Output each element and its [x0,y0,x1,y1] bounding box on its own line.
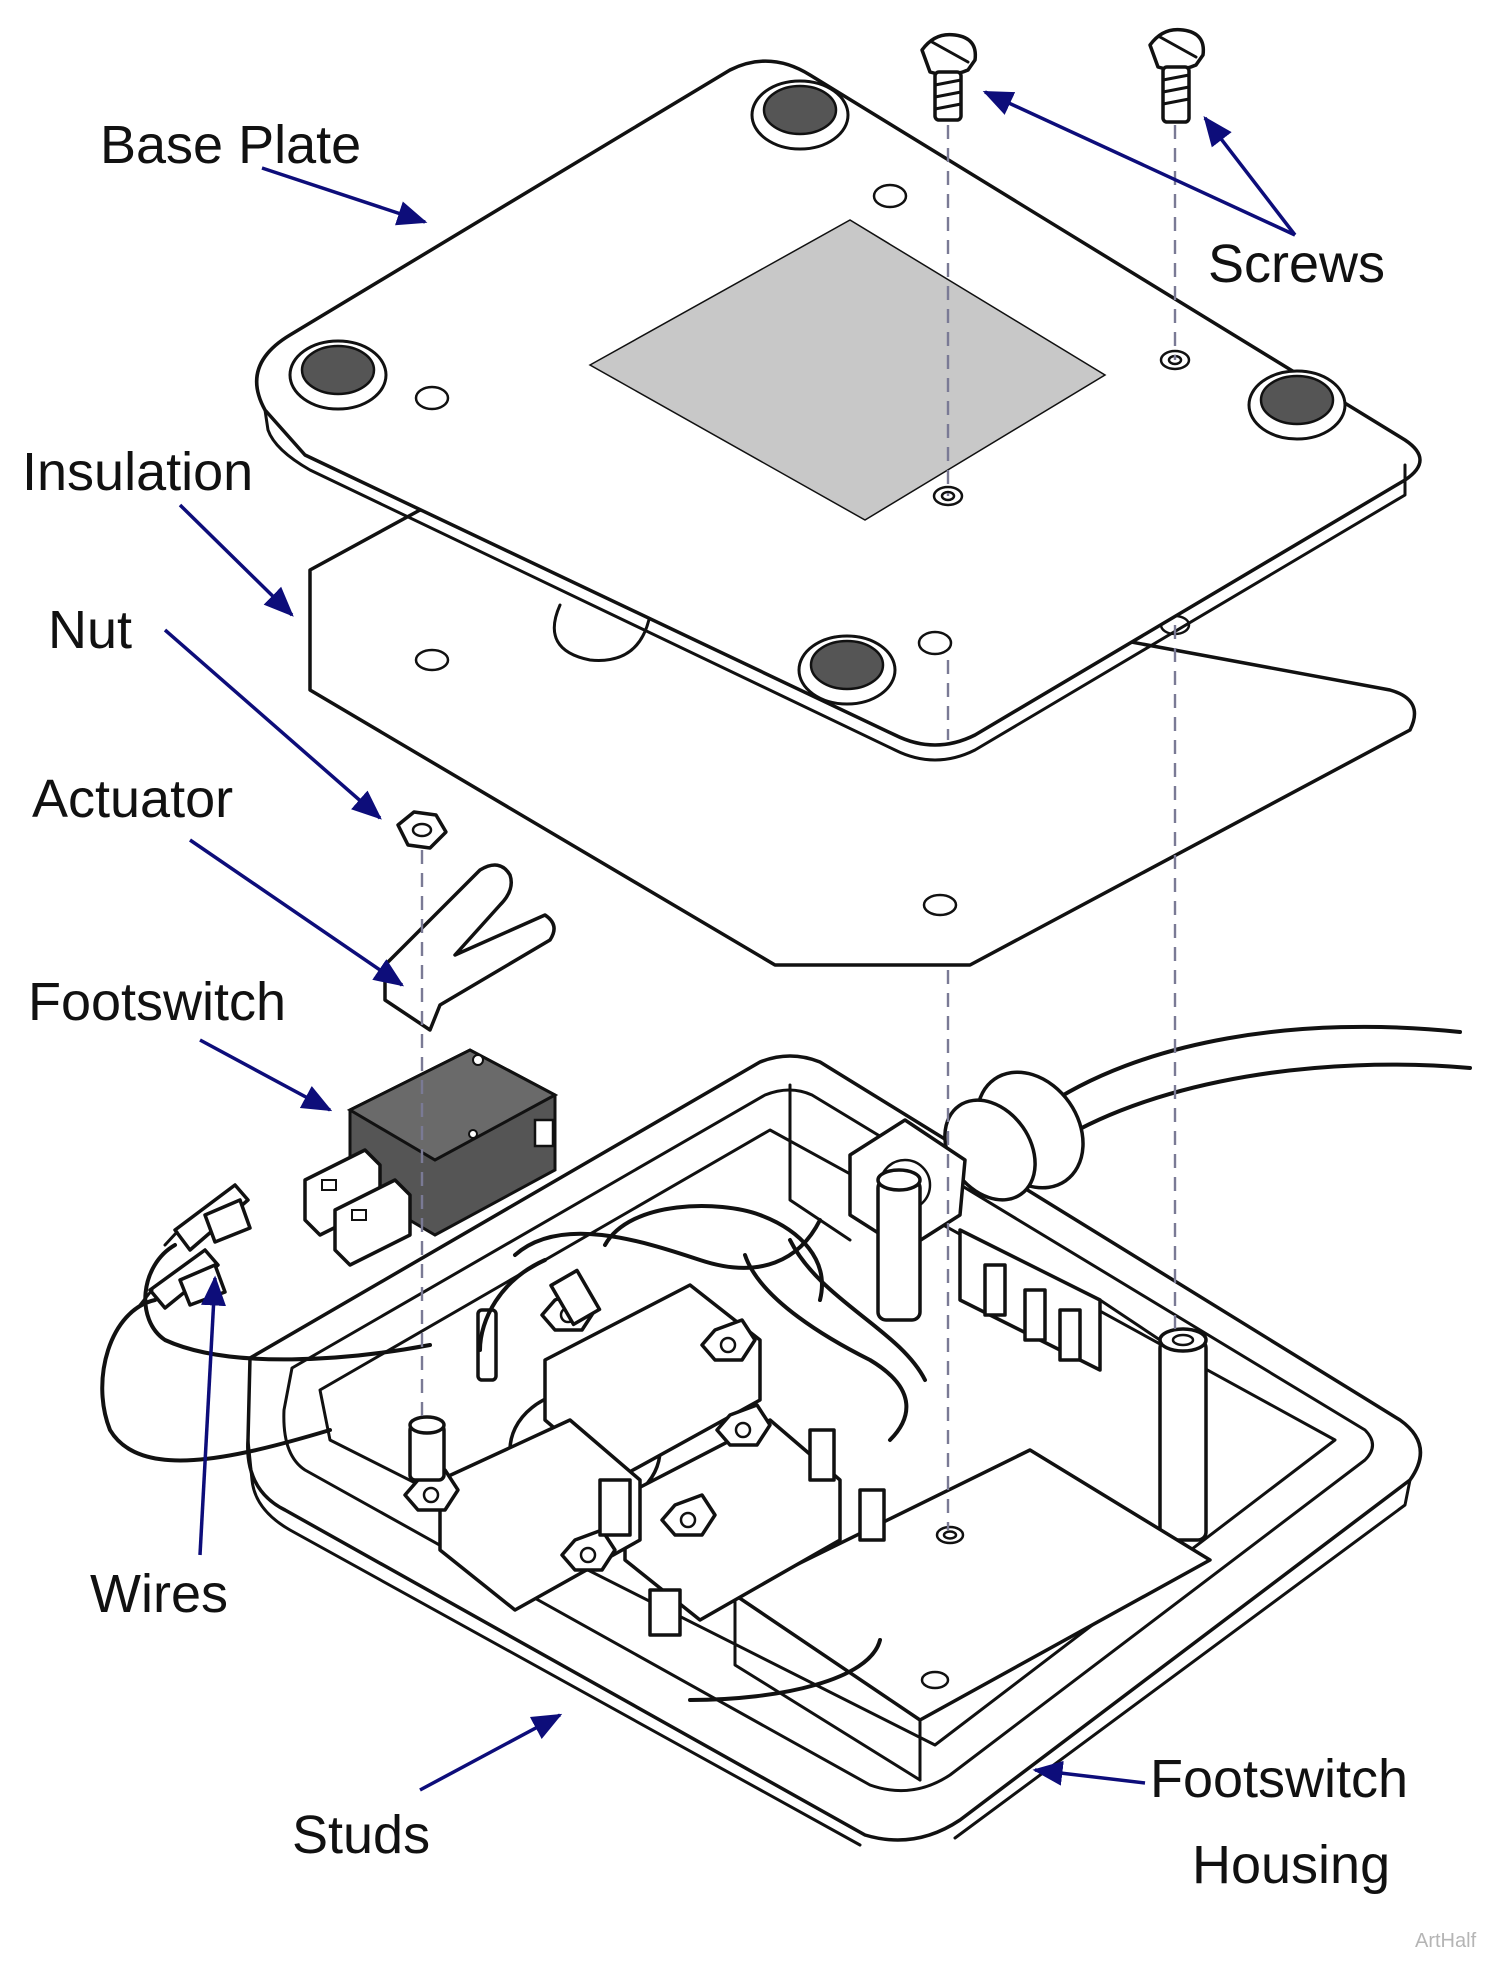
label-base-plate: Base Plate [100,115,361,175]
screw [1148,27,1206,124]
screw [920,32,978,122]
label-nut: Nut [48,600,132,660]
art-credit: ArtHalf [1415,1930,1477,1952]
label-studs: Studs [292,1805,430,1865]
label-footswitch-housing-line1: Footswitch [1150,1749,1408,1809]
leader-arrows [163,90,1297,1792]
rubber-foot [797,634,897,706]
footswitch-housing [246,1024,1472,1847]
actuator [383,863,556,1032]
label-footswitch: Footswitch [28,972,286,1032]
label-footswitch-housing-line2: Housing [1192,1835,1390,1895]
base-plate [255,59,1422,762]
nut [396,810,448,850]
rubber-foot [288,339,388,411]
label-screws: Screws [1208,234,1385,294]
footswitch-microswitch [303,1048,559,1267]
rubber-foot [1247,369,1347,441]
label-wires: Wires [90,1564,228,1624]
label-insulation: Insulation [22,442,253,502]
label-actuator: Actuator [32,769,233,829]
rubber-foot [750,79,850,151]
assembly-axis-lines [420,125,1177,1530]
